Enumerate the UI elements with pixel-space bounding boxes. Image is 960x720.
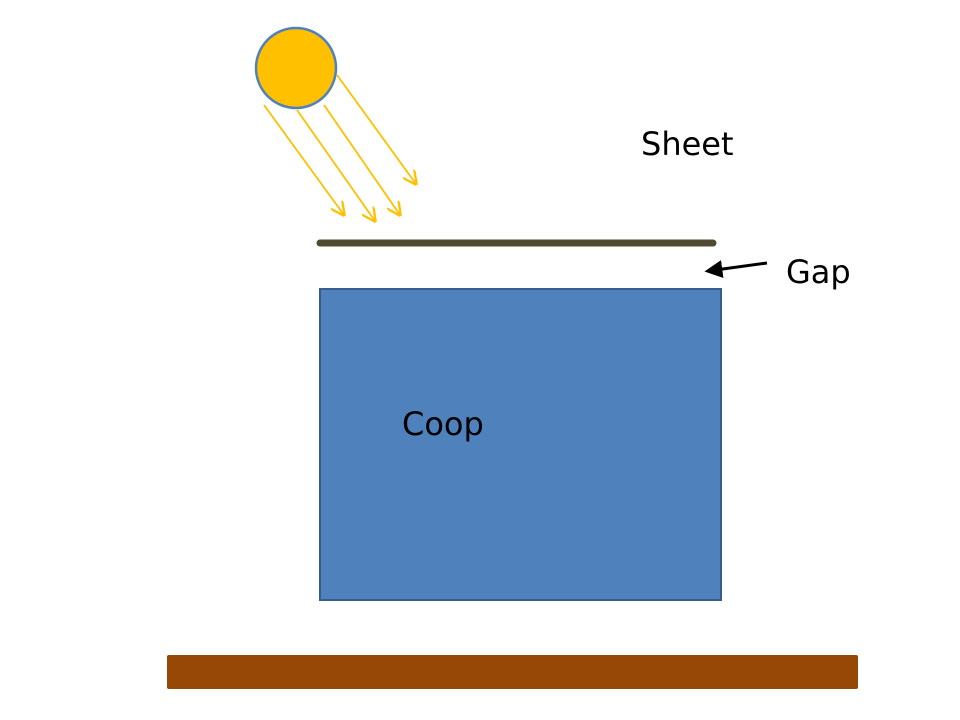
gap-label: Gap xyxy=(786,253,851,291)
coop-label: Coop xyxy=(402,405,484,443)
sun-rays xyxy=(263,74,416,221)
sun-ray xyxy=(323,104,400,215)
sheet-label: Sheet xyxy=(641,125,734,163)
sun-icon xyxy=(254,26,338,110)
sun-ray xyxy=(263,104,344,215)
ground-bar xyxy=(167,655,858,689)
coop-box xyxy=(319,288,722,601)
gap-arrow xyxy=(704,260,768,278)
sun-ray xyxy=(296,109,375,221)
sun-ray xyxy=(336,74,416,184)
